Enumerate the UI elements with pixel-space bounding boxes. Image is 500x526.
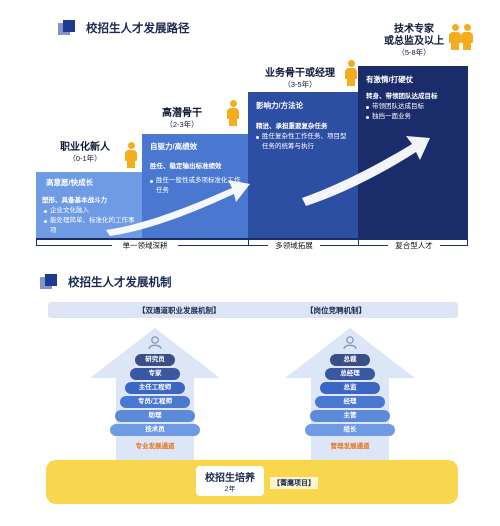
stage-3-block: 影响力/方法论 精进、承担重要复杂任务 胜任复杂性工作任务、项目型任务的统筹与执… [248, 92, 358, 238]
stage-1-bullet-1: 企业文化融入 [50, 207, 89, 214]
stage-3-title: 业务骨干或经理 （3-5年） [258, 68, 342, 90]
stage-2-bullet-1: 胜任一般性或多项标准化工作任务 [156, 177, 241, 194]
stage-4-bullet-2: 独挡一面业务 [372, 113, 411, 120]
stage-4-bullets: 带领团队达成目标 独挡一面业务 [366, 102, 462, 122]
growth-arrows [106, 136, 430, 236]
stage-2-title: 高潜骨干 （2-3年） [152, 108, 212, 130]
growth-arrow-1 [106, 180, 250, 236]
stage-2-sub: 胜任、稳定输出标准绩效 [150, 163, 222, 170]
stage-2-name: 高潜骨干 [162, 108, 202, 119]
level-general-manager: 总经理 [325, 368, 375, 380]
bracket-tick [36, 240, 37, 246]
mechanism-header-bar: 【双通道职业发展机制】 【岗位竞聘机制】 [48, 302, 458, 318]
stage-3-bullets: 胜任复杂性工作任务、项目型任务的统筹与执行 [256, 132, 352, 152]
person-icon [460, 24, 474, 50]
stage-2-years: （2-3年） [165, 120, 199, 129]
bracket-tick [358, 240, 359, 246]
person-icon [344, 60, 358, 86]
level-expert: 专家 [130, 368, 180, 380]
stage-2-block: 自驱力/高绩效 胜任、稳定输出标准绩效 胜任一般性或多项标准化工作任务 [142, 134, 248, 238]
stage-3-years: （3-5年） [283, 80, 317, 89]
level-assistant: 助理 [115, 410, 195, 422]
person-icon [226, 100, 240, 126]
professional-channel-label: 专业发展通道 [135, 443, 175, 450]
stage-4-sub: 转身、带领团队达成目标 [366, 93, 438, 100]
left-mechanism-header: 【双通道职业发展机制】 [138, 306, 221, 315]
stage-4-title: 技术专家 或总监及以上 （5-8年） [380, 24, 448, 58]
foundation-box: 校招生培养 2年 [196, 466, 264, 496]
label-composite: 复合型人才 [388, 240, 440, 251]
bracket-line [36, 245, 468, 246]
section-title-1: 校招生人才发展路径 [58, 20, 190, 36]
baseline [36, 238, 468, 240]
stage-2-head: 自驱力/高绩效 [150, 142, 198, 151]
level-technician: 技术员 [110, 424, 200, 436]
stage-4-years: （5-8年） [397, 48, 431, 57]
stage-1-bullet-2: 能处理简单、标准化的工作事项 [50, 217, 135, 234]
stage-1-sub: 塑形、具备基本战斗力 [42, 197, 107, 204]
level-engineer: 专员/工程师 [120, 396, 190, 408]
level-team-leader: 组长 [305, 424, 395, 436]
stage-1-head: 高意愿/快成长 [46, 178, 94, 187]
label-multi-domain: 多领域拓展 [268, 240, 320, 251]
stage-1-bullets: 企业文化融入 能处理简单、标准化的工作事项 [44, 206, 136, 236]
stage-3-name: 业务骨干或经理 [265, 68, 335, 79]
foundation-tag: 【菁鹰项目】 [270, 477, 318, 489]
bracket-tick [248, 240, 249, 246]
bracket-tick [467, 240, 468, 246]
right-mechanism-header: 【岗位竞聘机制】 [306, 306, 366, 315]
level-supervisor: 主管 [310, 410, 390, 422]
section-square-icon [40, 274, 58, 290]
user-level-icon [343, 336, 357, 350]
foundation-duration: 2年 [224, 486, 236, 493]
foundation-title: 校招生培养 [205, 473, 255, 484]
person-icon [124, 142, 138, 168]
stage-1-years: （0-1年） [68, 154, 102, 163]
level-chief-engineer: 主任工程师 [125, 382, 185, 394]
channel-arrows [90, 328, 415, 470]
stage-4-head: 有激情/打硬仗 [366, 75, 414, 84]
level-director: 总监 [320, 382, 380, 394]
user-level-icon [148, 336, 162, 350]
stage-1-name: 职业化新人 [60, 142, 110, 153]
level-manager: 经理 [315, 396, 385, 408]
section-title-1-text: 校招生人才发展路径 [86, 23, 190, 35]
stage-4-bullet-1: 带领团队达成目标 [372, 103, 424, 110]
section-title-2-text: 校招生人才发展机制 [68, 277, 172, 289]
stage-2-bullets: 胜任一般性或多项标准化工作任务 [150, 176, 242, 196]
label-single-domain: 单一领域深耕 [112, 240, 178, 251]
section-square-icon [58, 20, 76, 36]
stage-3-sub: 精进、承担重要复杂任务 [256, 123, 328, 130]
stage-1-title: 职业化新人 （0-1年） [52, 142, 118, 164]
stage-4-name-line1: 技术专家 [394, 24, 434, 35]
stage-4-name-line2: 或总监及以上 [384, 36, 444, 47]
section-title-2: 校招生人才发展机制 [40, 274, 172, 290]
stage-3-bullet-1: 胜任复杂性工作任务、项目型任务的统筹与执行 [262, 133, 347, 150]
level-president: 总裁 [330, 354, 370, 366]
person-icon [448, 24, 462, 50]
level-researcher: 研究员 [135, 354, 175, 366]
management-channel-label: 管理发展通道 [330, 443, 370, 450]
growth-arrow-2 [302, 136, 430, 206]
stage-3-head: 影响力/方法论 [256, 101, 304, 110]
